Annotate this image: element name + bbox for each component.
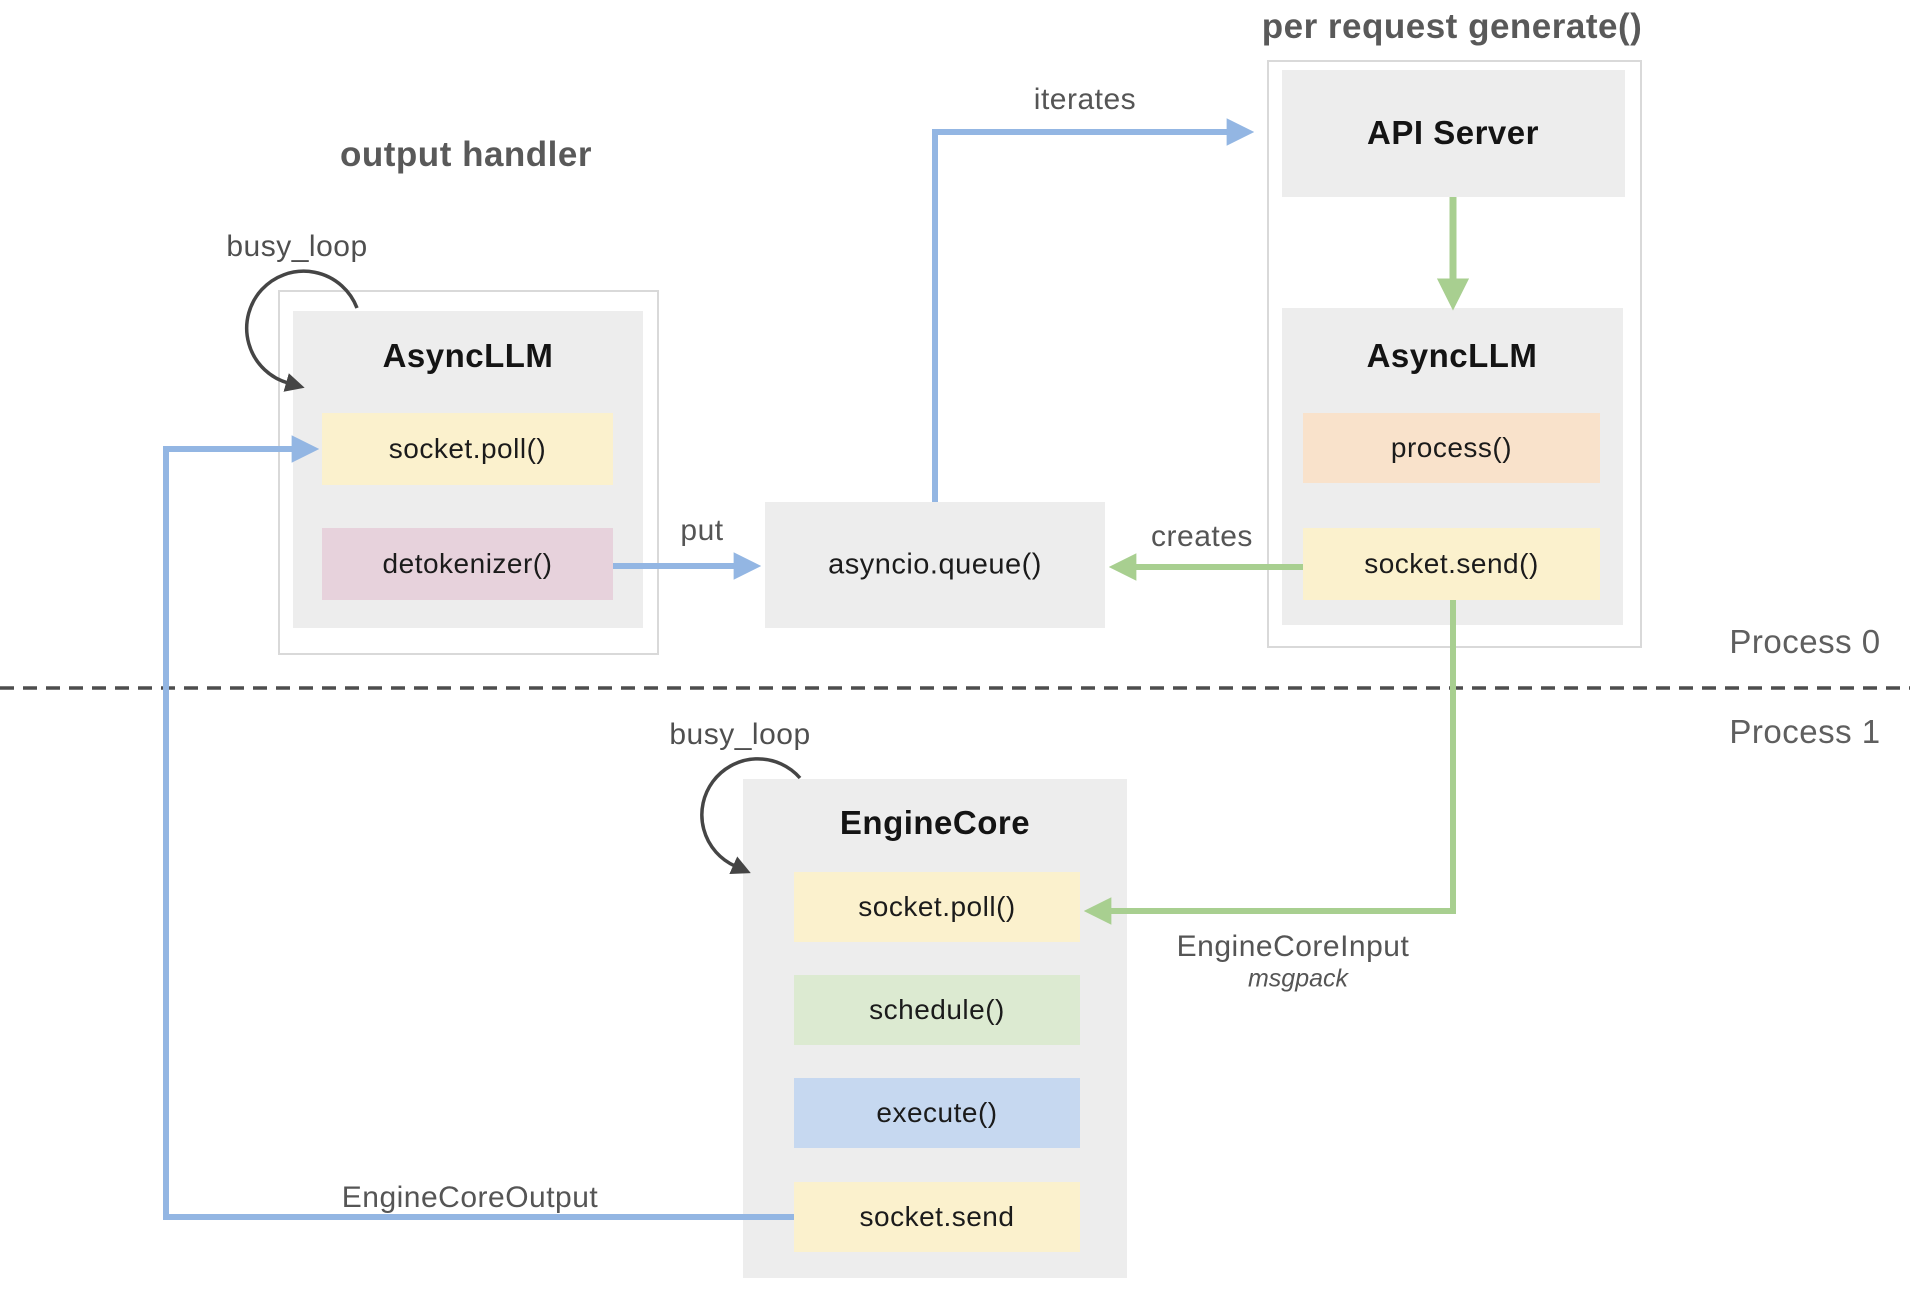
process-1-label: Process 1 [1729,713,1881,750]
node-api-server [1282,70,1625,197]
process-0-label: Process 0 [1729,623,1881,660]
engine-core-output-label: EngineCoreOutput [341,1181,599,1214]
api-server-title: API Server [1367,114,1539,151]
async-llm-right-title: AsyncLLM [1366,337,1538,374]
async-llm-left-title: AsyncLLM [382,337,554,374]
node-schedule: schedule() [794,975,1080,1045]
node-engine-socket-send: socket.send [794,1182,1080,1252]
iterates-arrow [932,118,1255,502]
node-process: process() [1303,413,1600,483]
engine-core-input-format-label: msgpack [1247,964,1349,993]
iterates-label: iterates [1033,83,1137,116]
node-execute: execute() [794,1078,1080,1148]
busy-loop-top-label: busy_loop [226,230,368,263]
creates-label: creates [1151,520,1253,553]
engine-core-input-label: EngineCoreInput [1176,930,1410,963]
section-title-per-request-generate: per request generate() [1261,7,1643,46]
node-socket-send-right: socket.send() [1303,528,1600,600]
section-title-output-handler: output handler [340,135,592,174]
asyncio-queue-label: asyncio.queue() [828,548,1042,581]
engine-core-title: EngineCore [839,804,1031,841]
busy-loop-bottom-label: busy_loop [669,718,811,751]
node-socket-poll-left: socket.poll() [322,413,613,485]
node-engine-socket-poll: socket.poll() [794,872,1080,942]
put-label: put [680,514,724,547]
node-detokenizer: detokenizer() [322,528,613,600]
node-asyncio-queue [765,502,1105,628]
